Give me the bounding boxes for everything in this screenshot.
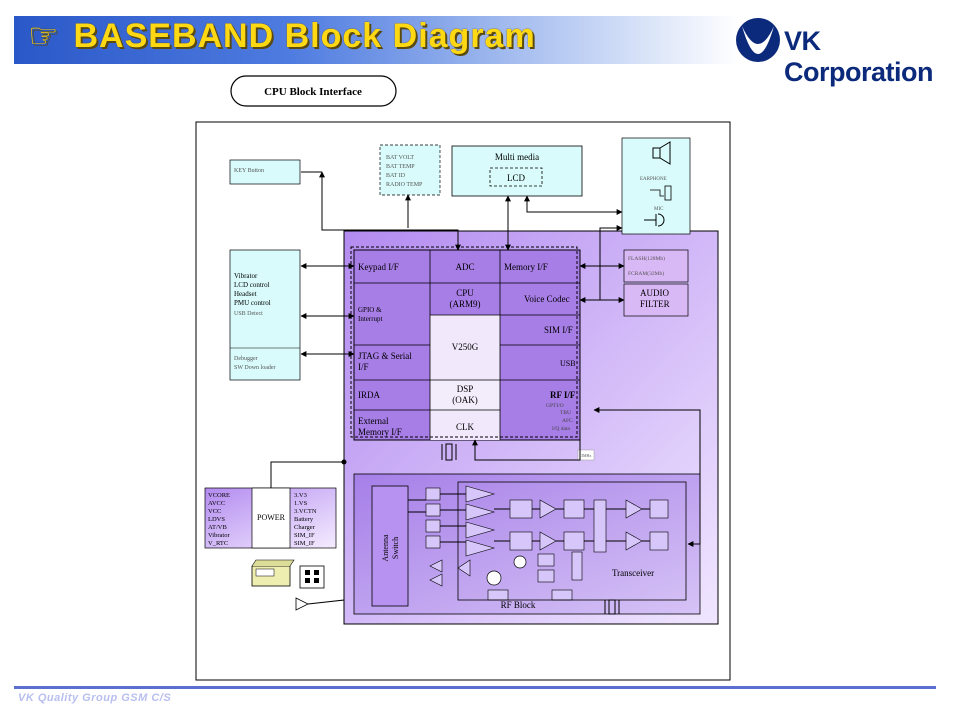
multimedia-label: Multi media [495, 152, 539, 162]
power-3vctn: 3.VCTN [294, 508, 317, 515]
jtag-label-2: I/F [358, 362, 369, 372]
power-1vs: 1.VS [294, 500, 308, 507]
keypad-if-label: Keypad I/F [358, 262, 399, 272]
hand-pointing-icon: ☞ [28, 17, 60, 55]
lcd-box [489, 167, 543, 187]
bat-volt: BAT VOLT [386, 155, 414, 161]
key-button-box [229, 159, 301, 185]
headset-label: Headset [234, 290, 257, 298]
antenna-switch-label-2: Switch [391, 537, 400, 559]
power-vcore: VCORE [208, 492, 230, 499]
multimedia-box [451, 145, 583, 197]
crystal-icon [441, 443, 457, 461]
power-vrtc: V_RTC [208, 540, 228, 547]
mixer-icon [513, 555, 527, 569]
usb-label: USB [560, 359, 576, 368]
earphone-label: EARPHONE [640, 177, 667, 182]
radio-temp: RADIO TEMP [386, 182, 423, 188]
sw-downloader-label: SW Down loader [234, 365, 276, 371]
power-atvb: AT/VB [208, 524, 227, 531]
footer-divider [14, 686, 936, 689]
antenna-switch-label-1: Antenna [381, 534, 390, 562]
clock-label: 13MHz [579, 453, 591, 458]
transceiver-label: Transceiver [612, 568, 654, 578]
page-title: ☞ BASEBAND Block Diagram [28, 16, 536, 56]
ext-memory-label-1: External [358, 416, 389, 426]
power-3v3: 3.V3 [294, 492, 307, 499]
power-vcc: VCC [208, 508, 221, 515]
power-battery: Battery [294, 516, 314, 523]
power-label: POWER [257, 513, 286, 522]
power-charger: Charger [294, 524, 316, 531]
cpu-label: CPU [456, 288, 474, 298]
title-banner [14, 16, 944, 64]
vibrator-label: Vibrator [234, 272, 258, 280]
key-button-label: KEY Button [234, 168, 264, 174]
gpio-label-2: Interrupt [358, 315, 383, 323]
cpu-grid [350, 246, 581, 441]
page-title-text: BASEBAND Block Diagram [73, 17, 536, 55]
connections [270, 171, 701, 605]
left-control-box [229, 249, 301, 381]
bat-temp: BAT TEMP [386, 164, 415, 170]
debugger-label: Debugger [234, 356, 258, 362]
clk-label: CLK [456, 422, 475, 432]
oscillator-icon [486, 570, 502, 586]
audio-filter-box [623, 283, 689, 317]
v250g-label: V250G [452, 342, 479, 352]
power-avcc: AVCC [208, 500, 225, 507]
speaker-icon [652, 141, 671, 165]
mic-icon [644, 213, 665, 227]
power-ldvs: LDVS [208, 516, 225, 523]
dsp-label: DSP [457, 384, 474, 394]
memory-if-label: Memory I/F [504, 262, 548, 272]
adc-label: ADC [455, 262, 474, 272]
cpu-interface-label: CPU Block Interface [264, 86, 362, 98]
cpu-arm9-label: (ARM9) [450, 299, 481, 309]
logo-swoosh [742, 26, 774, 54]
mic-label: MIC [654, 207, 664, 212]
battery-icon [251, 559, 295, 587]
memory-box [623, 249, 689, 283]
rf-if-label: RF I/F [550, 390, 576, 400]
logo-text: VK Corporation [784, 26, 934, 87]
rf-block-label: RF Block [501, 600, 536, 610]
antenna-icon [295, 597, 309, 611]
rf-if-iq: I/Q data [552, 426, 570, 432]
sim-if-label: SIM I/F [544, 325, 573, 335]
lcd-label: LCD [507, 173, 526, 183]
lcd-control-label: LCD control [234, 281, 270, 289]
rf-if-afc: AFC [562, 418, 573, 424]
flash-label: FLASH(128Mb) [628, 255, 665, 262]
logo-globe-icon [736, 18, 780, 62]
rf-crystal-icon [604, 599, 620, 615]
footer-text: VK Quality Group GSM C/S [18, 692, 172, 704]
voice-codec-label: Voice Codec [524, 294, 570, 304]
jtag-label-1: JTAG & Serial [358, 351, 412, 361]
cpu-interface-pill [230, 75, 397, 107]
gpio-label-1: GPIO & [358, 306, 382, 314]
dsp-oak-label: (OAK) [452, 395, 478, 405]
vk-logo [736, 18, 780, 62]
rf-if-gpio: GPTI/O [546, 403, 564, 409]
power-sim-if-1: SIM_IF [294, 532, 315, 539]
audio-filter-label-2: FILTER [640, 299, 670, 309]
bat-id: BAT ID [386, 173, 406, 179]
ext-memory-label-2: Memory I/F [358, 427, 402, 437]
sim-card-icon [299, 565, 325, 589]
earphone-jack-icon [650, 185, 672, 201]
usb-detect-label: USB Detect [234, 311, 263, 317]
power-chip [251, 487, 291, 549]
pmu-control-label: PMU control [234, 299, 271, 307]
power-vibrator: Vibrator [208, 532, 230, 539]
power-sim-if-2: SIM_IF [294, 540, 315, 547]
audio-filter-label-1: AUDIO [640, 288, 669, 298]
antenna-switch-box [371, 485, 409, 607]
rf-if-tbu: TBU [560, 410, 571, 416]
junction-dot [341, 459, 347, 465]
fcram-label: FCRAM(32Mb) [628, 270, 664, 277]
irda-label: IRDA [358, 390, 380, 400]
